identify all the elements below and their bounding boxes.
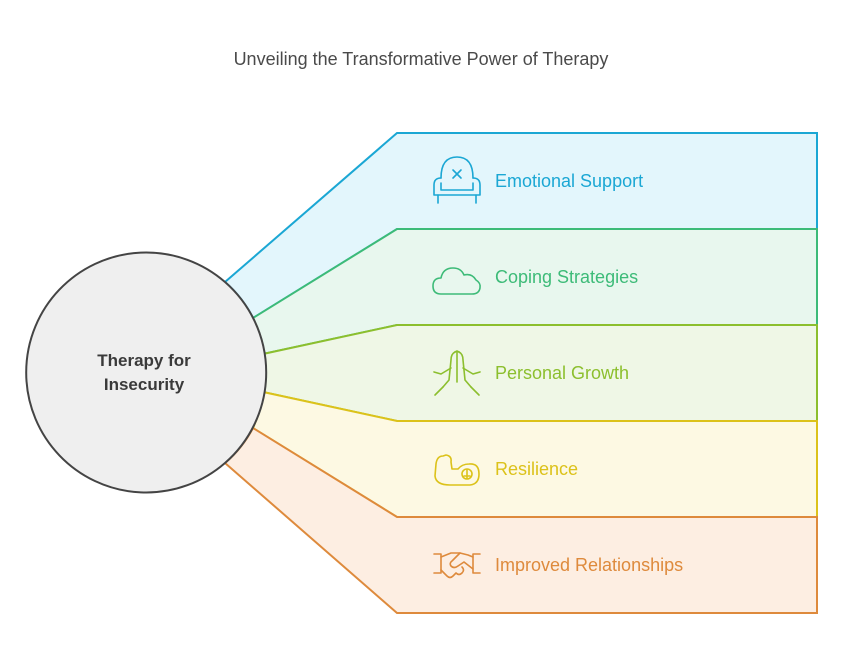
hub-circle xyxy=(25,251,268,494)
branch-band-improved-relationships xyxy=(225,428,817,613)
branch-label-resilience: Resilience xyxy=(495,459,579,479)
branch-band-personal-growth xyxy=(263,325,817,421)
branch-band-emotional-support xyxy=(225,133,817,318)
praying-hands-icon xyxy=(433,350,481,396)
diagram-title: Unveiling the Transformative Power of Th… xyxy=(233,49,609,69)
branch-label-personal-growth: Personal Growth xyxy=(495,363,630,383)
branch-label-improved-relationships: Improved Relationships xyxy=(495,555,684,575)
branch-label-coping-strategies: Coping Strategies xyxy=(495,267,639,287)
hub-label-line-1: Therapy for xyxy=(97,351,191,370)
armchair-icon xyxy=(433,156,481,204)
cloud-icon xyxy=(432,267,481,295)
branch-outline-improved-relationships xyxy=(224,427,818,614)
hub-label: Therapy for Insecurity xyxy=(64,349,224,397)
branch-band-coping-strategies xyxy=(253,229,817,354)
flexed-arm-icon xyxy=(434,454,480,486)
hub-label-line-2: Insecurity xyxy=(103,375,185,394)
branch-label-emotional-support: Emotional Support xyxy=(495,171,644,191)
handshake-icon xyxy=(433,552,481,579)
branch-band-resilience xyxy=(253,392,817,517)
